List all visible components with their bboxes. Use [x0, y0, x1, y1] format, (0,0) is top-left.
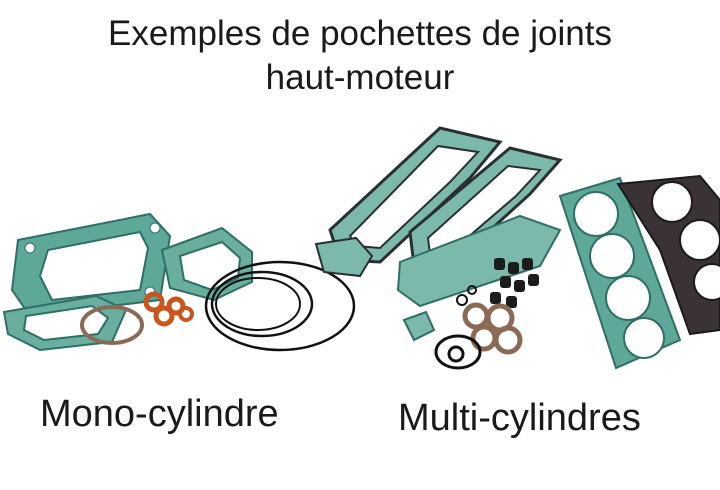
page-title-line2: haut-moteur: [265, 58, 455, 97]
caption-mono-cylinder: Mono-cylindre: [40, 393, 279, 435]
multi-head-gasket-dark: [616, 174, 720, 336]
mono-orange-seals: [143, 291, 194, 327]
multi-ring-seals: [462, 302, 523, 355]
multi-cylinder-kit: [314, 126, 720, 370]
mono-oring-mid: [210, 270, 314, 338]
mono-copper-ring: [80, 305, 144, 345]
page-title-line1: Exemples de pochettes de joints: [108, 14, 612, 53]
multi-valve-seals: [490, 258, 539, 308]
caption-multi-cylinder: Multi-cylindres: [398, 397, 641, 439]
mono-oring-outer: [204, 260, 356, 352]
multi-base-gasket: [396, 214, 562, 308]
multi-cover-gasket-3: [314, 236, 374, 278]
mono-cylinder-kit: [2, 212, 356, 352]
multi-oring: [434, 334, 482, 370]
mono-oring-inner: [215, 277, 301, 331]
multi-small-gasket: [402, 310, 436, 342]
